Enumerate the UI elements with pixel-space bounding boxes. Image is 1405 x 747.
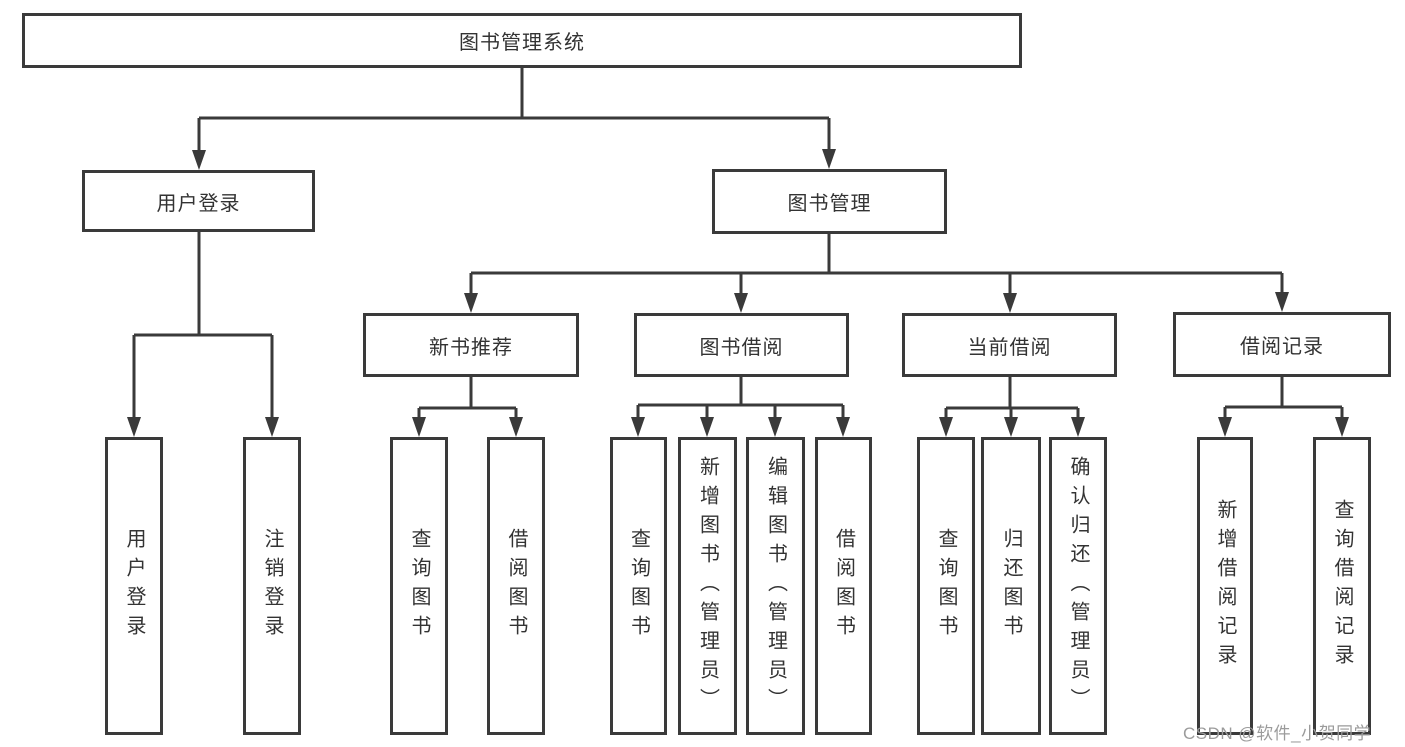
node-root: 图书管理系统 bbox=[22, 13, 1022, 68]
node-book-management: 图书管理 bbox=[712, 169, 947, 234]
leaf-recommend-query-book: 查询图书 bbox=[390, 437, 448, 735]
leaf-current-query-book-label: 查询图书 bbox=[935, 528, 957, 644]
node-current-borrowing-label: 当前借阅 bbox=[967, 336, 1052, 359]
leaf-borrowing-borrow-book: 借阅图书 bbox=[815, 437, 872, 735]
leaf-recommend-borrow-book-label: 借阅图书 bbox=[505, 528, 527, 644]
node-root-label: 图书管理系统 bbox=[459, 32, 585, 54]
leaf-confirm-return-admin-label: 确认归还（管理员） bbox=[1067, 455, 1089, 717]
node-borrowing-records-label: 借阅记录 bbox=[1240, 336, 1324, 358]
leaf-add-book-admin: 新增图书（管理员） bbox=[678, 437, 737, 735]
leaf-add-book-admin-label: 新增图书（管理员） bbox=[696, 455, 719, 717]
leaf-borrowing-borrow-book-label: 借阅图书 bbox=[832, 528, 855, 644]
leaf-user-login: 用户登录 bbox=[105, 437, 163, 735]
node-user-login-label: 用户登录 bbox=[156, 192, 241, 215]
leaf-edit-book-admin-label: 编辑图书（管理员） bbox=[764, 455, 787, 717]
leaf-borrowing-query-book-label: 查询图书 bbox=[627, 528, 650, 644]
leaf-add-borrow-record-label: 新增借阅记录 bbox=[1214, 499, 1236, 673]
leaf-return-book-label: 归还图书 bbox=[1000, 528, 1022, 644]
leaf-borrowing-query-book: 查询图书 bbox=[610, 437, 667, 735]
leaf-recommend-query-book-label: 查询图书 bbox=[408, 528, 430, 644]
arrowheads bbox=[127, 149, 1349, 437]
leaf-user-login-label: 用户登录 bbox=[123, 528, 145, 644]
leaf-recommend-borrow-book: 借阅图书 bbox=[487, 437, 545, 735]
leaf-current-query-book: 查询图书 bbox=[917, 437, 975, 735]
leaf-logout-label: 注销登录 bbox=[261, 528, 283, 644]
leaf-confirm-return-admin: 确认归还（管理员） bbox=[1049, 437, 1107, 735]
node-new-book-recommend-label: 新书推荐 bbox=[429, 336, 513, 359]
csdn-watermark: CSDN @软件_小贺同学 bbox=[1183, 724, 1372, 743]
leaf-query-borrow-record-label: 查询借阅记录 bbox=[1331, 499, 1353, 673]
leaf-edit-book-admin: 编辑图书（管理员） bbox=[746, 437, 805, 735]
node-book-borrowing-label: 图书借阅 bbox=[699, 336, 784, 359]
node-user-login: 用户登录 bbox=[82, 170, 315, 232]
leaf-return-book: 归还图书 bbox=[981, 437, 1041, 735]
node-book-borrowing: 图书借阅 bbox=[634, 313, 849, 377]
node-book-management-label: 图书管理 bbox=[787, 193, 872, 215]
leaf-logout: 注销登录 bbox=[243, 437, 301, 735]
node-borrowing-records: 借阅记录 bbox=[1173, 312, 1391, 377]
leaf-query-borrow-record: 查询借阅记录 bbox=[1313, 437, 1371, 735]
node-current-borrowing: 当前借阅 bbox=[902, 313, 1117, 377]
leaf-add-borrow-record: 新增借阅记录 bbox=[1197, 437, 1253, 735]
node-new-book-recommend: 新书推荐 bbox=[363, 313, 579, 377]
connector-path bbox=[132, 68, 1344, 417]
